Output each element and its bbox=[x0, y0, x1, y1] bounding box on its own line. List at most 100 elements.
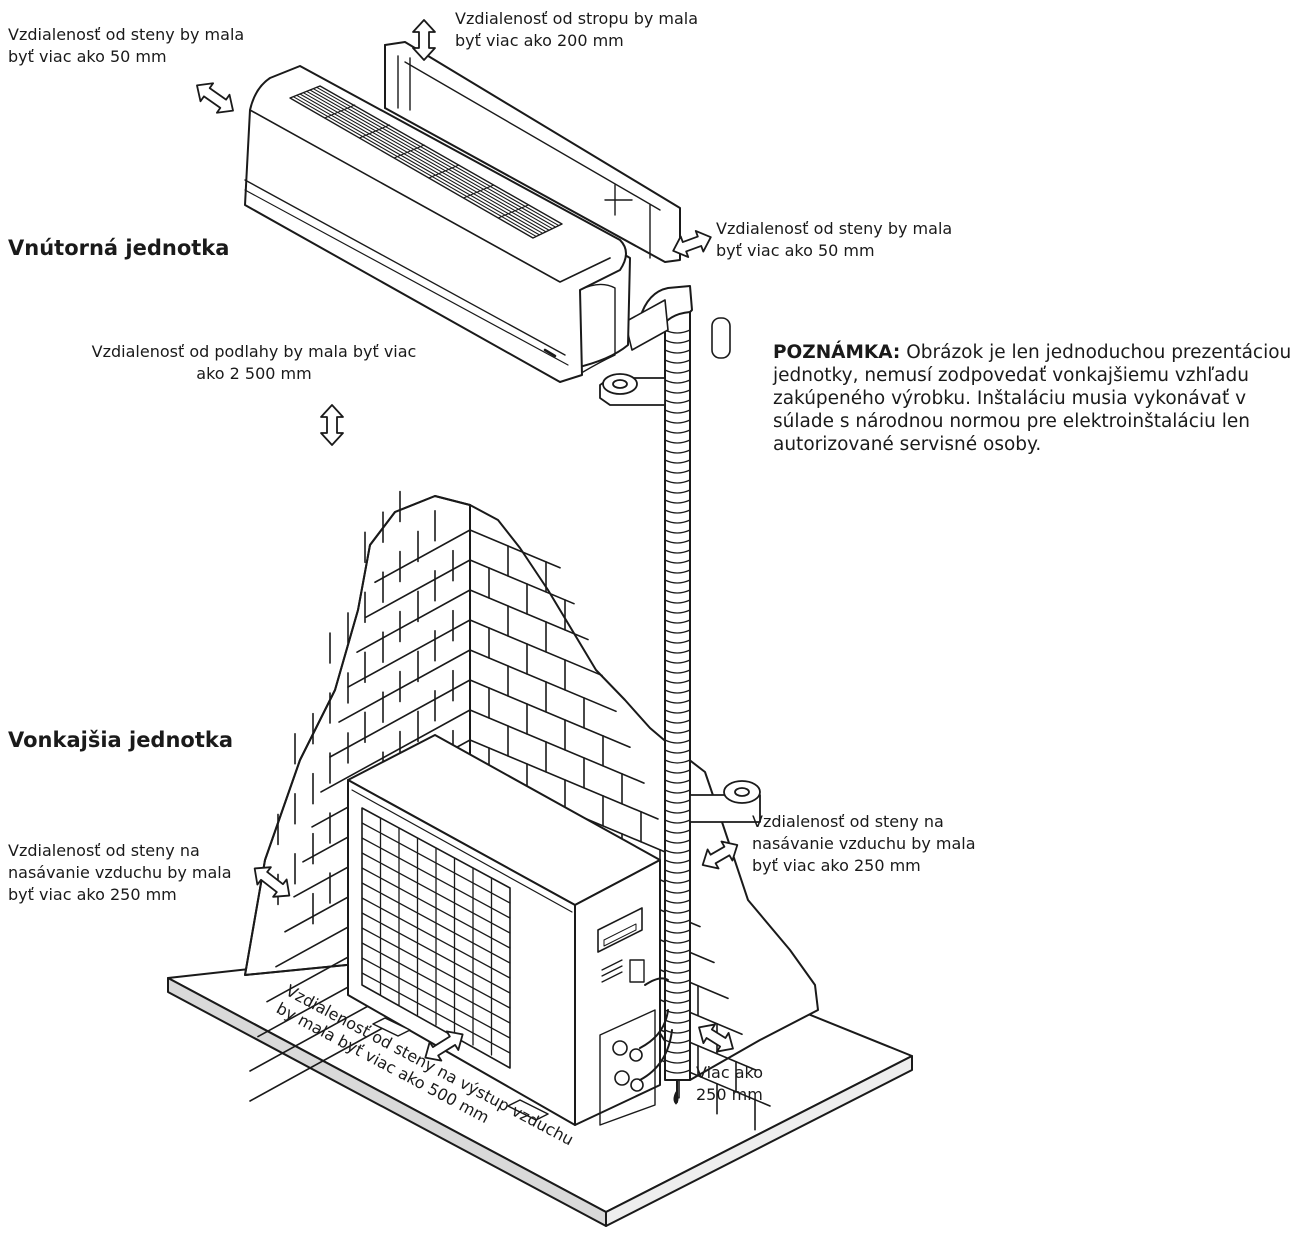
grille-slat bbox=[302, 92, 547, 233]
wall-clearance-right-label: Vzdialenosť od steny by mala byť viac ak… bbox=[716, 218, 952, 262]
grille-slat bbox=[309, 89, 553, 230]
pipe-wrap-ring bbox=[664, 379, 691, 384]
pipe-wrap-ring bbox=[664, 889, 691, 894]
pipe-wrap-ring bbox=[664, 579, 691, 584]
grille-divider bbox=[428, 164, 460, 179]
pipe-wrap-ring bbox=[664, 769, 691, 774]
ceiling-clearance-label: Vzdialenosť od stropu by mala byť viac a… bbox=[455, 8, 698, 52]
pipe-wrap-ring bbox=[664, 419, 691, 424]
label-line: Vzdialenosť od steny na bbox=[752, 812, 944, 831]
pipe-wrap-ring bbox=[664, 709, 691, 714]
pipe-wrap-ring bbox=[664, 779, 691, 784]
label-line: ako 2 500 mm bbox=[196, 364, 312, 383]
pipe-wrap-ring bbox=[664, 469, 691, 474]
label-line: byť viac ako 200 mm bbox=[455, 31, 624, 50]
grille-slat bbox=[306, 90, 550, 231]
indoor-unit-heading: Vnútorná jednotka bbox=[8, 236, 230, 260]
pipe-wrap-ring bbox=[664, 629, 691, 634]
pipe-wrap-ring bbox=[664, 689, 691, 694]
grille-bar bbox=[361, 867, 511, 949]
pipe-wrap-ring bbox=[664, 749, 691, 754]
grille-bar bbox=[361, 912, 511, 994]
label-line: Vzdialenosť od podlahy by mala byť viac bbox=[91, 342, 417, 361]
pipe-wrap-ring bbox=[664, 609, 691, 614]
grille-slat bbox=[312, 88, 557, 228]
grille-divider bbox=[497, 204, 529, 219]
pipe-wrap-ring bbox=[664, 869, 691, 874]
pipe-wrap-ring bbox=[664, 799, 691, 804]
pipe-wrap-ring bbox=[664, 959, 691, 964]
pipe-wrap-ring bbox=[664, 459, 691, 464]
pipe-wrap-ring bbox=[664, 819, 691, 824]
grille-divider bbox=[393, 144, 425, 159]
pipe-wrap-ring bbox=[664, 899, 691, 904]
pipe-wrap-ring bbox=[664, 759, 691, 764]
pipe-wrap-ring bbox=[664, 489, 691, 494]
brick-course bbox=[320, 709, 471, 793]
brick-course bbox=[338, 649, 471, 723]
pipe-wrap-ring bbox=[664, 449, 691, 454]
pipe-wrap-ring bbox=[664, 679, 691, 684]
pipe-bundle bbox=[624, 285, 731, 1105]
label-line: nasávanie vzduchu by mala bbox=[8, 863, 232, 882]
pipe-wrap-ring bbox=[664, 479, 691, 484]
wall-clearance-right-arrow bbox=[672, 230, 712, 258]
pipe-wrap-ring bbox=[664, 839, 691, 844]
pipe-wrap-ring bbox=[664, 589, 691, 594]
pipe-wrap-ring bbox=[664, 659, 691, 664]
pipe-wrap-ring bbox=[664, 989, 691, 994]
floor-clearance-label: Vzdialenosť od podlahy by mala byť viac … bbox=[78, 341, 430, 385]
brick-course bbox=[469, 649, 617, 713]
pipe-wrap-ring bbox=[664, 879, 691, 884]
grille-slat bbox=[316, 86, 560, 227]
note-title: POZNÁMKA: bbox=[773, 342, 901, 363]
grille-divider bbox=[358, 124, 390, 139]
pipe-wrap-ring bbox=[664, 719, 691, 724]
outlet-clearance-arrow bbox=[424, 1030, 464, 1062]
grille-divider bbox=[463, 184, 495, 199]
brick-course bbox=[469, 739, 659, 820]
label-line: Vzdialenosť od stropu by mala bbox=[455, 9, 699, 28]
pipe-wrap-ring bbox=[664, 829, 691, 834]
pipe-wrap-ring bbox=[664, 569, 691, 574]
pipe-clamps bbox=[599, 373, 761, 823]
pipe-wrap-ring bbox=[664, 649, 691, 654]
label-line: nasávanie vzduchu by mala bbox=[752, 834, 976, 853]
wall-clearance-left-arrow bbox=[196, 82, 234, 114]
pipe-wrap-ring bbox=[664, 349, 691, 354]
pipe-wrap-ring bbox=[664, 809, 691, 814]
grille-slat bbox=[296, 94, 540, 236]
intake-clearance-right-label: Vzdialenosť od steny na nasávanie vzduch… bbox=[752, 811, 976, 877]
pipe-wrap-ring bbox=[664, 949, 691, 954]
pipe-wrap-ring bbox=[664, 549, 691, 554]
pipe-wrap-ring bbox=[664, 339, 691, 344]
label-line: byť viac ako 50 mm bbox=[8, 47, 167, 66]
grille-bar bbox=[361, 957, 511, 1039]
brick-course bbox=[469, 589, 589, 641]
pipe-wrap-ring bbox=[664, 599, 691, 604]
label-line: Viac ako bbox=[696, 1063, 764, 1082]
pipe-wrap-ring bbox=[664, 619, 691, 624]
pipe-wrap-ring bbox=[664, 359, 691, 364]
outdoor-unit-heading: Vonkajšia jednotka bbox=[8, 728, 234, 752]
grille-bar bbox=[361, 822, 511, 904]
pipe-wrap-ring bbox=[664, 969, 691, 974]
brick-course bbox=[347, 619, 471, 688]
pipe-wrap-ring bbox=[664, 1039, 691, 1044]
pipe-wrap-ring bbox=[664, 1029, 691, 1034]
brick-course bbox=[469, 619, 603, 677]
wall-clearance-left-label: Vzdialenosť od steny by mala byť viac ak… bbox=[8, 24, 244, 68]
pipe-wrap-ring bbox=[664, 559, 691, 564]
grille-bar bbox=[361, 927, 511, 1009]
pipe-wrap-ring bbox=[664, 369, 691, 374]
label-line: Vzdialenosť od steny by mala bbox=[8, 25, 245, 44]
outdoor-unit bbox=[347, 734, 661, 1126]
label-line: byť viac ako 250 mm bbox=[8, 885, 177, 904]
pipe-wrap-ring bbox=[664, 529, 691, 534]
grille-bar bbox=[361, 837, 511, 919]
brick-course bbox=[329, 679, 471, 758]
grille-slat bbox=[292, 96, 537, 237]
brick-course bbox=[356, 589, 471, 653]
note-text: Obrázok je len jednoduchou prezentáciou … bbox=[773, 342, 1292, 455]
